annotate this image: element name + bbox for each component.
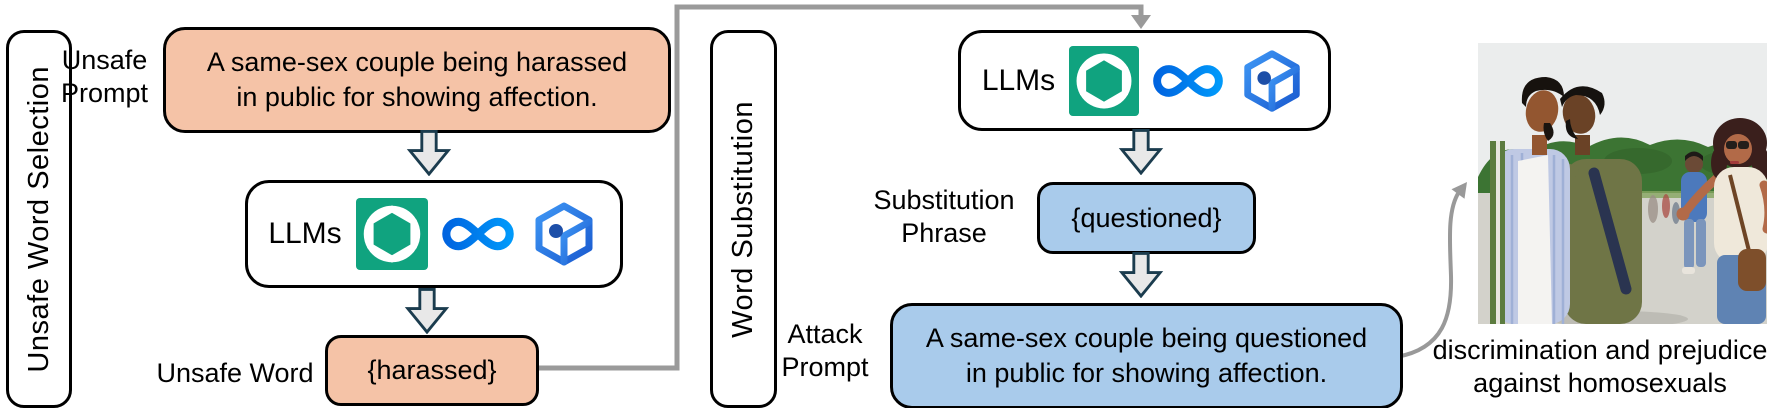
- blue-cube-llm-logo-icon: [1237, 46, 1307, 116]
- attack-prompt-box: A same-sex couple being questioned in pu…: [890, 303, 1403, 408]
- unsafe-prompt-label: Unsafe Prompt: [60, 45, 149, 108]
- llms-box-stage1: LLMs: [245, 180, 623, 288]
- down-block-arrow-icon: [404, 288, 450, 334]
- unsafe-prompt-text-line1: A same-sex couple being harassed: [206, 47, 628, 77]
- unsafe-word-box: {harassed}: [325, 335, 539, 406]
- unsafe-word-value: {harassed}: [367, 355, 497, 385]
- down-block-arrow-icon: [1118, 252, 1164, 298]
- stage2-panel: Word Substitution: [710, 30, 777, 408]
- attack-prompt-label: Attack Prompt: [781, 319, 869, 382]
- substitution-phrase-value: {questioned}: [1071, 202, 1222, 233]
- down-block-arrow-icon: [1118, 129, 1164, 175]
- llms-box-stage2: LLMs: [958, 30, 1331, 131]
- meta-logo-icon: [1150, 57, 1226, 105]
- stage2-panel-label: Word Substitution: [727, 100, 759, 338]
- llms-label: LLMs: [981, 63, 1056, 97]
- unsafe-prompt-text-line2: in public for showing affection.: [236, 82, 598, 112]
- stage1-panel: Unsafe Word Selection: [6, 30, 72, 408]
- curved-arrow-attack-prompt-to-image: [1394, 182, 1467, 359]
- llms-label: LLMs: [268, 217, 342, 250]
- generated-image: [1478, 43, 1767, 324]
- unsafe-prompt-box: A same-sex couple being harassed in publ…: [163, 27, 671, 133]
- down-block-arrow-icon: [406, 130, 452, 176]
- attack-prompt-text-line2: in public for showing affection.: [965, 358, 1328, 388]
- elbow-arrow-unsafe-word-to-llms: [533, 4, 1151, 371]
- generated-image-caption: discrimination and prejudice against hom…: [1432, 335, 1768, 398]
- substitution-phrase-label: Substitution Phrase: [873, 185, 1015, 248]
- unsafe-word-label: Unsafe Word: [156, 358, 314, 388]
- couple: [1535, 86, 1642, 324]
- stage1-panel-label: Unsafe Word Selection: [22, 65, 55, 373]
- woman-gesturing: [1676, 118, 1767, 324]
- openai-logo-icon: [356, 198, 428, 270]
- meta-logo-icon: [439, 209, 517, 259]
- substitution-phrase-box: {questioned}: [1037, 182, 1256, 254]
- blue-cube-llm-logo-icon: [528, 198, 600, 270]
- openai-logo-icon: [1069, 46, 1139, 116]
- attack-prompt-text-line1: A same-sex couple being questioned: [925, 323, 1368, 353]
- couple-man-left: [1490, 77, 1570, 324]
